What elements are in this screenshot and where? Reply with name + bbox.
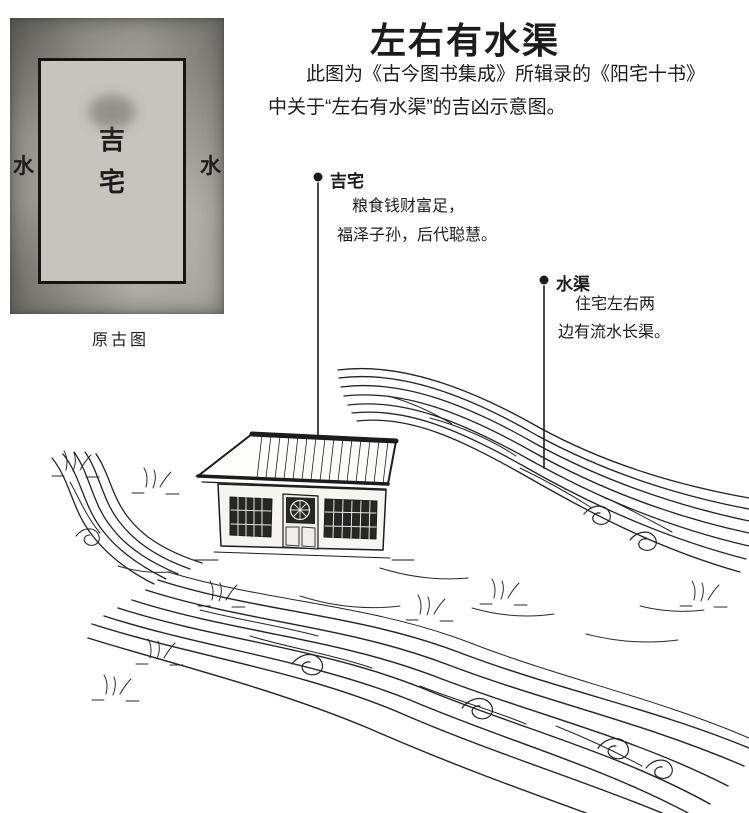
wave-curl — [75, 528, 100, 546]
bottom-stream — [87, 571, 749, 813]
leader-lines — [313, 172, 549, 469]
right-window — [323, 498, 378, 540]
jizhai-desc-line-2: 福泽子孙，后代聪慧。 — [337, 227, 498, 244]
ancient-diagram-caption: 原古图 — [92, 332, 150, 349]
roof-tiles — [256, 434, 389, 485]
jizhai-bullet — [313, 172, 323, 182]
house-char-top: 吉 — [98, 125, 125, 155]
annotation-label-shuiqu: 水渠 — [556, 275, 590, 294]
page-title: 左右有水渠 — [370, 20, 561, 61]
ink-smudge — [89, 95, 135, 129]
wave-curl — [291, 653, 324, 676]
right-stream — [337, 367, 749, 573]
annotation-desc-shuiqu: 住宅左右两 边有流水长渠。 — [558, 291, 670, 347]
shuiqu-desc-line-1: 住宅左右两 — [575, 296, 656, 313]
wave-curl — [645, 759, 673, 780]
wave-curl — [583, 505, 611, 526]
roof-eave — [196, 474, 390, 486]
annotation-desc-jizhai: 粮食钱财富足， 福泽子孙，后代聪慧。 — [337, 192, 497, 250]
wave-curl — [629, 531, 657, 552]
intro-paragraph: 此图为《古今图书集成》所辑录的《阳宅十书》 中关于“左右有水渠”的吉凶示意图。 — [268, 58, 746, 124]
house-illustration — [193, 431, 415, 561]
ancient-diagram: 水 水 吉 宅 — [10, 18, 224, 314]
left-window — [229, 496, 273, 538]
vegetation — [51, 450, 728, 702]
shuiqu-desc-line-2: 边有流水长渠。 — [558, 324, 671, 341]
house-char-bottom: 宅 — [98, 167, 125, 197]
jizhai-desc-line-1: 粮食钱财富足， — [352, 198, 465, 215]
intro-line-2: 中关于“左右有水渠”的吉凶示意图。 — [268, 97, 566, 118]
roof-ridge — [249, 431, 399, 444]
annotation-label-jizhai: 吉宅 — [330, 172, 364, 191]
water-label-left: 水 — [13, 155, 34, 178]
round-lattice-window — [289, 499, 311, 521]
intro-line-1: 此图为《古今图书集成》所辑录的《阳宅十书》 — [306, 64, 706, 85]
shuiqu-bullet — [539, 275, 549, 285]
water-label-right: 水 — [200, 155, 221, 178]
wave-curl — [461, 697, 494, 720]
left-stream — [51, 451, 203, 585]
terrain-lines — [117, 565, 705, 643]
ancient-diagram-frame: 吉 宅 — [38, 58, 186, 284]
wave-curl — [597, 737, 630, 760]
